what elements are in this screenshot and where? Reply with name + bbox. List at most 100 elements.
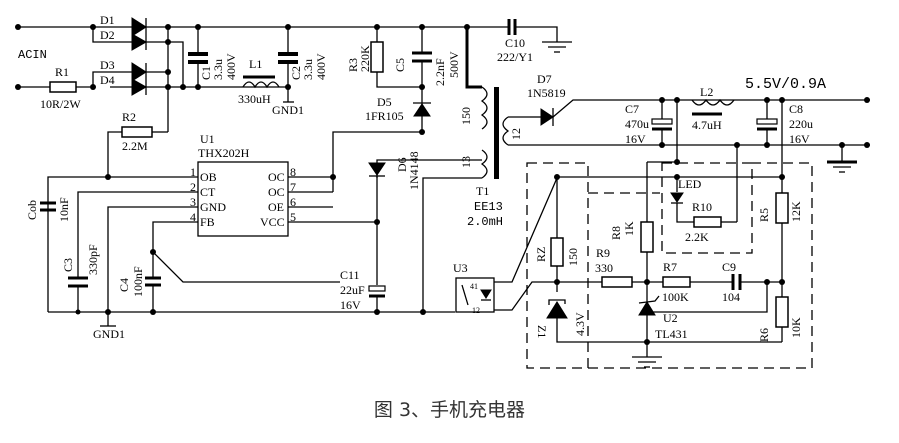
pin-oc-8: OC: [268, 170, 285, 184]
primary-section: R3 220K C5 2.2nF 500V D5 1FR105 C10 222/…: [288, 19, 572, 178]
gnd1-bottom-label: GND1: [93, 327, 125, 341]
pin-7: 7: [290, 180, 296, 194]
r2-resistor: [121, 126, 153, 138]
output-section: D7 1N5819 5.5V/0.9A C7 470u 16V L2 4.7uH…: [508, 72, 870, 222]
c9-label: C9: [722, 260, 736, 274]
pin-oc-7: OC: [268, 185, 285, 199]
r3-resistor: [370, 41, 384, 73]
feedback-section: RZ 150 Z1 4.3V LED R10 2.2K R8 1K R9 330: [526, 159, 813, 369]
pin-1: 1: [190, 165, 196, 179]
d5-diode: [413, 103, 431, 117]
led-label: LED: [678, 177, 702, 191]
c8-label: C8: [789, 102, 803, 116]
r9-resistor: [601, 276, 633, 288]
d5-value: 1FR105: [365, 109, 404, 123]
c7-label: C7: [625, 102, 639, 116]
d6-value: 1N4148: [407, 151, 421, 190]
primary-winding: [480, 86, 488, 130]
pin-vcc: VCC: [260, 215, 285, 229]
c9-value: 104: [722, 290, 740, 304]
output-positive-terminal: [864, 97, 870, 103]
c2-value: 3.3u: [301, 59, 315, 80]
t1-inductance: 2.0mH: [467, 215, 503, 229]
aux-supply: D6 1N4148 C11 22uF 16V: [340, 151, 482, 315]
acin-label: ACIN: [18, 48, 47, 62]
c1-value: 3.3u: [211, 59, 225, 80]
u2-part: TL431: [655, 327, 688, 341]
r9-label: R9: [596, 246, 610, 260]
d4-diode: [131, 78, 148, 96]
c11-voltage: 16V: [340, 298, 361, 312]
c1-voltage: 400V: [224, 53, 238, 80]
pin-2: 2: [190, 180, 196, 194]
gnd1-top-label: GND1: [272, 103, 304, 117]
r6-value: 10K: [789, 317, 803, 338]
c2-voltage: 400V: [314, 53, 328, 80]
r7-label: R7: [663, 260, 677, 274]
r3-value: 220K: [358, 45, 372, 72]
r10-value: 2.2K: [685, 230, 709, 244]
r6-label: R6: [757, 328, 771, 342]
d4-label: D4: [100, 73, 115, 87]
pin-fb: FB: [200, 215, 215, 229]
rz-resistor: [550, 237, 564, 267]
d2-label: D2: [100, 28, 115, 42]
r1-label: R1: [55, 65, 69, 79]
pin-3: 3: [190, 195, 196, 209]
u1-body: [197, 161, 289, 237]
pin-ob: OB: [200, 170, 217, 184]
output-negative-terminal: [864, 142, 870, 148]
output-rating: 5.5V/0.9A: [745, 76, 826, 93]
rz-label: RZ: [534, 247, 548, 262]
t1-core: EE13: [474, 200, 503, 214]
l1-inductor: [242, 81, 280, 89]
c3-value: 330pF: [86, 244, 100, 275]
d1-label: D1: [100, 13, 115, 27]
rz-value: 150: [566, 248, 580, 266]
r8-resistor: [640, 221, 654, 253]
c2-label: C2: [289, 66, 303, 80]
acin-terminal-1: [15, 24, 21, 30]
d6-diode: [368, 162, 386, 176]
acin-terminal-2: [15, 84, 21, 90]
cob-value: 10nF: [57, 197, 71, 222]
c7-value: 470u: [625, 117, 649, 131]
c8-capacitor: [756, 118, 778, 125]
r10-label: R10: [692, 200, 712, 214]
r10-resistor: [693, 216, 722, 228]
c8-voltage: 16V: [789, 132, 810, 146]
r1-value: 10R/2W: [40, 97, 81, 111]
c5-voltage: 500V: [447, 51, 461, 78]
l1-label: L1: [249, 57, 262, 71]
l2-label: L2: [700, 85, 713, 99]
r6-resistor: [775, 296, 789, 328]
primary-turns: 150: [459, 107, 473, 125]
z1-value: 4.3V: [573, 312, 587, 336]
z1-label: Z1: [535, 325, 549, 338]
l1-value: 330uH: [238, 92, 271, 106]
u3-led: [480, 289, 492, 299]
r5-value: 12K: [789, 201, 803, 222]
u1-label: U1: [200, 132, 215, 146]
d5-label: D5: [377, 95, 392, 109]
c1-label: C1: [199, 66, 213, 80]
u1-part: THX202H: [198, 146, 250, 160]
u2-tl431: [638, 301, 656, 316]
d6-label: D6: [395, 157, 409, 172]
c4-label: C4: [117, 278, 131, 292]
secondary-winding: [502, 116, 510, 146]
d7-value: 1N5819: [527, 86, 566, 100]
c5-label: C5: [393, 58, 407, 72]
r5-resistor: [775, 192, 789, 224]
dashed-box-left: [526, 162, 589, 369]
c11-value: 22uF: [340, 283, 365, 297]
transformer-t1: 150 13 12 T1 EE13 2.0mH: [459, 86, 523, 229]
c10-value: 222/Y1: [497, 50, 533, 64]
r8-label: R8: [609, 226, 623, 240]
pin-gnd: GND: [200, 200, 226, 214]
led-diode: [670, 192, 684, 203]
u3-pin-a: 41: [470, 282, 478, 291]
input-section: ACIN R1 10R/2W D1 D2 D3 D4 C1 3.3: [15, 13, 328, 132]
u2-label: U2: [663, 311, 678, 325]
cob-label: Cob: [25, 200, 39, 220]
